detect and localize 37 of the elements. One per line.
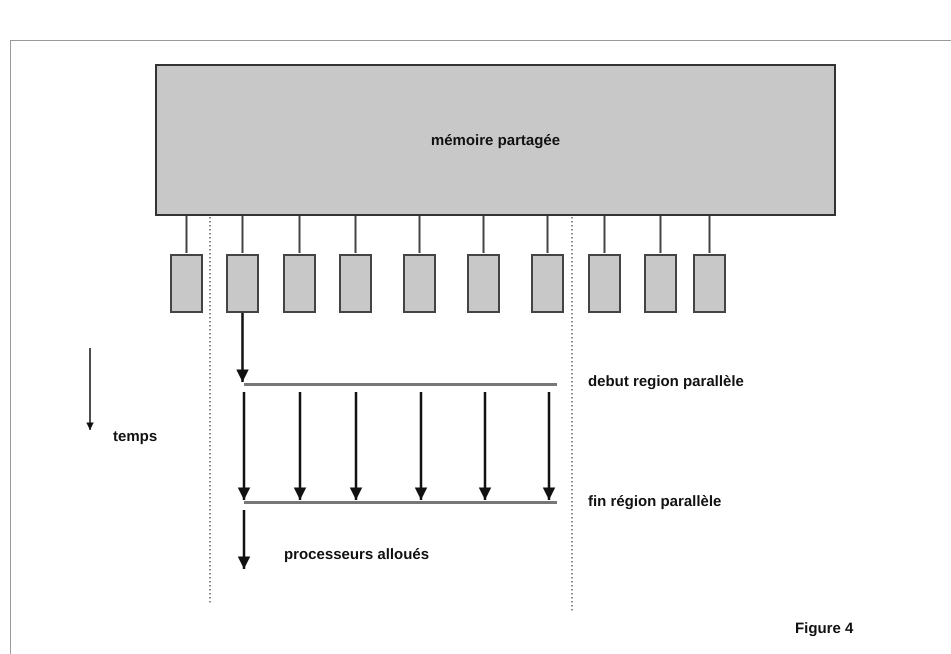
processor-box <box>403 254 436 313</box>
memory-label: mémoire partagée <box>430 132 560 148</box>
processor-box <box>531 254 564 313</box>
connector-line <box>660 216 662 253</box>
connector-line <box>298 216 300 253</box>
processor-box <box>644 254 677 313</box>
arrow <box>294 392 306 500</box>
arrow <box>238 392 250 500</box>
arrow <box>478 392 492 500</box>
boundary-label: fin région parallèle <box>588 493 722 510</box>
arrow <box>350 392 362 500</box>
arrow <box>236 313 249 382</box>
connector-line <box>708 216 710 253</box>
arrow <box>542 392 556 500</box>
processor-box <box>226 254 259 313</box>
boundary-line <box>244 501 557 504</box>
annotation-label: temps <box>113 428 158 445</box>
figure-caption: Figure 4 <box>795 620 854 637</box>
connector-line <box>242 216 244 253</box>
arrow <box>414 392 428 500</box>
connector-line <box>604 216 606 253</box>
processor-box <box>339 254 372 313</box>
processor-box <box>170 254 203 313</box>
connector-line <box>186 216 188 253</box>
processor-box <box>467 254 500 313</box>
arrow <box>238 510 250 569</box>
memory-box <box>155 64 836 216</box>
boundary-line <box>244 383 557 386</box>
connector-line <box>546 216 548 253</box>
processor-box <box>693 254 726 313</box>
processor-box <box>283 254 316 313</box>
annotation-label: processeurs alloués <box>284 546 430 563</box>
processor-box <box>588 254 621 313</box>
connector-line <box>482 216 484 253</box>
connector-line <box>418 216 420 253</box>
connector-line <box>354 216 356 253</box>
boundary-label: debut region parallèle <box>588 373 744 390</box>
